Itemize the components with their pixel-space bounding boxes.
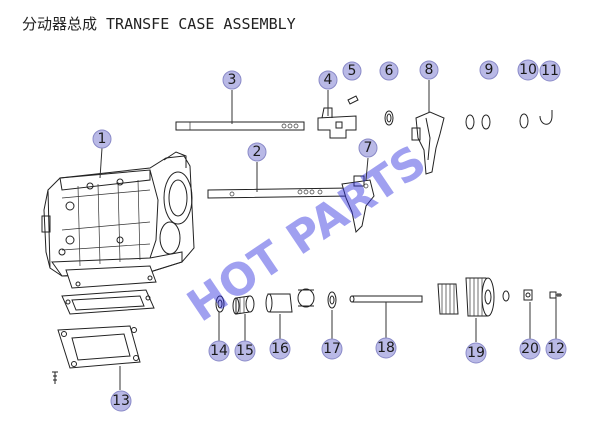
svg-text:11: 11 (541, 63, 559, 79)
callout-17: 17 (321, 338, 343, 360)
callout-13: 13 (110, 390, 132, 412)
svg-text:17: 17 (323, 341, 341, 357)
callout-15: 15 (234, 340, 256, 362)
part-20-nut (523, 289, 533, 301)
part-8-upper-shift-fork (411, 111, 445, 175)
part-13-cover-and-gaskets (52, 265, 157, 384)
svg-text:8: 8 (425, 62, 434, 78)
svg-text:3: 3 (228, 72, 237, 88)
callout-12: 12 (545, 338, 567, 360)
svg-text:10: 10 (519, 62, 537, 78)
part-4-shift-block (317, 107, 357, 139)
part-14-washer (215, 295, 225, 313)
part-16-sleeve (265, 288, 315, 313)
callout-9: 9 (479, 60, 499, 80)
svg-text:15: 15 (236, 343, 254, 359)
part-11-hook-spring (539, 110, 553, 125)
callout-11: 11 (539, 60, 561, 82)
callout-1: 1 (92, 129, 112, 149)
svg-text:20: 20 (521, 341, 539, 357)
callout-6: 6 (379, 61, 399, 81)
svg-text:12: 12 (547, 341, 565, 357)
callout-16: 16 (269, 338, 291, 360)
part-18-shaft (349, 295, 423, 303)
callout-5: 5 (342, 61, 362, 81)
part-9-ring-pair (465, 114, 491, 130)
svg-text:9: 9 (485, 62, 494, 78)
page-title: 分动器总成 TRANSFE CASE ASSEMBLY (22, 15, 296, 33)
svg-text:19: 19 (467, 345, 485, 361)
callout-19: 19 (465, 342, 487, 364)
svg-text:1: 1 (98, 131, 107, 147)
callout-8: 8 (419, 60, 439, 80)
part-7-lower-shift-fork (341, 175, 375, 234)
callout-3: 3 (222, 70, 242, 90)
leader-lines (99, 80, 557, 390)
callout-18: 18 (375, 337, 397, 359)
svg-text:16: 16 (271, 341, 289, 357)
svg-text:4: 4 (324, 72, 333, 88)
part-1-case-housing (41, 151, 195, 277)
part-12-bolt (549, 291, 562, 299)
callout-2: 2 (247, 142, 267, 162)
svg-text:7: 7 (364, 140, 373, 156)
part-6-o-ring (384, 110, 394, 126)
svg-text:13: 13 (112, 393, 130, 409)
callout-4: 4 (318, 70, 338, 90)
part-15-roller-bearing (232, 295, 255, 315)
callout-14: 14 (208, 340, 230, 362)
svg-text:5: 5 (348, 63, 357, 79)
callout-7: 7 (358, 138, 378, 158)
svg-text:14: 14 (210, 343, 228, 359)
part-17-washer (327, 291, 337, 309)
svg-text:18: 18 (377, 340, 395, 356)
part-5-pin (347, 95, 359, 105)
part-3-upper-shift-rail (175, 121, 305, 131)
callout-10: 10 (517, 59, 539, 81)
svg-text:6: 6 (385, 63, 394, 79)
part-10-ring (519, 113, 529, 129)
part-19-gear-cluster (437, 277, 510, 317)
svg-text:2: 2 (253, 144, 262, 160)
callout-20: 20 (519, 338, 541, 360)
